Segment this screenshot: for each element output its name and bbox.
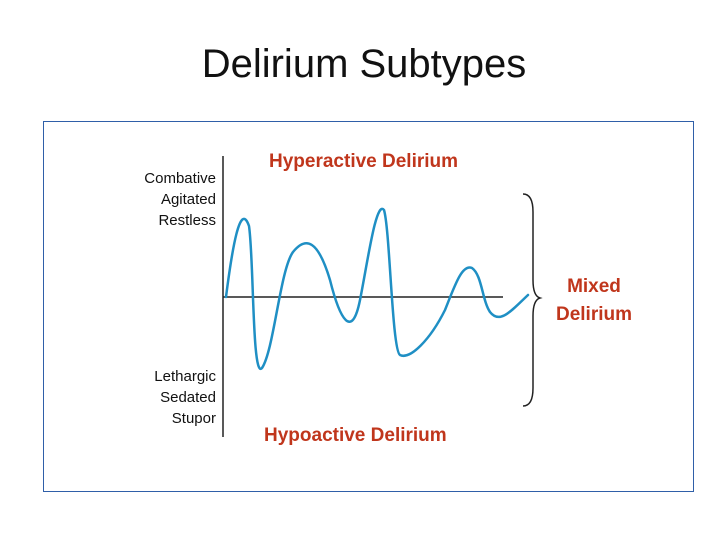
level-high-3: Restless bbox=[158, 212, 216, 229]
level-low-3: Stupor bbox=[171, 410, 216, 427]
slide-title: Delirium Subtypes bbox=[201, 42, 527, 86]
level-low-2: Sedated bbox=[160, 389, 216, 406]
diagram-frame bbox=[43, 121, 694, 492]
level-low-1: Lethargic bbox=[154, 368, 216, 385]
hypoactive-label: Hypoactive Delirium bbox=[264, 425, 447, 446]
level-high-2: Agitated bbox=[160, 191, 216, 208]
mixed-brace bbox=[522, 193, 543, 407]
mixed-label-line1: Mixed bbox=[567, 276, 621, 297]
mixed-label-line2: Delirium bbox=[555, 304, 633, 325]
hyperactive-label: Hyperactive Delirium bbox=[269, 151, 459, 172]
mood-wave bbox=[224, 207, 530, 370]
level-high-1: Combative bbox=[144, 170, 216, 187]
